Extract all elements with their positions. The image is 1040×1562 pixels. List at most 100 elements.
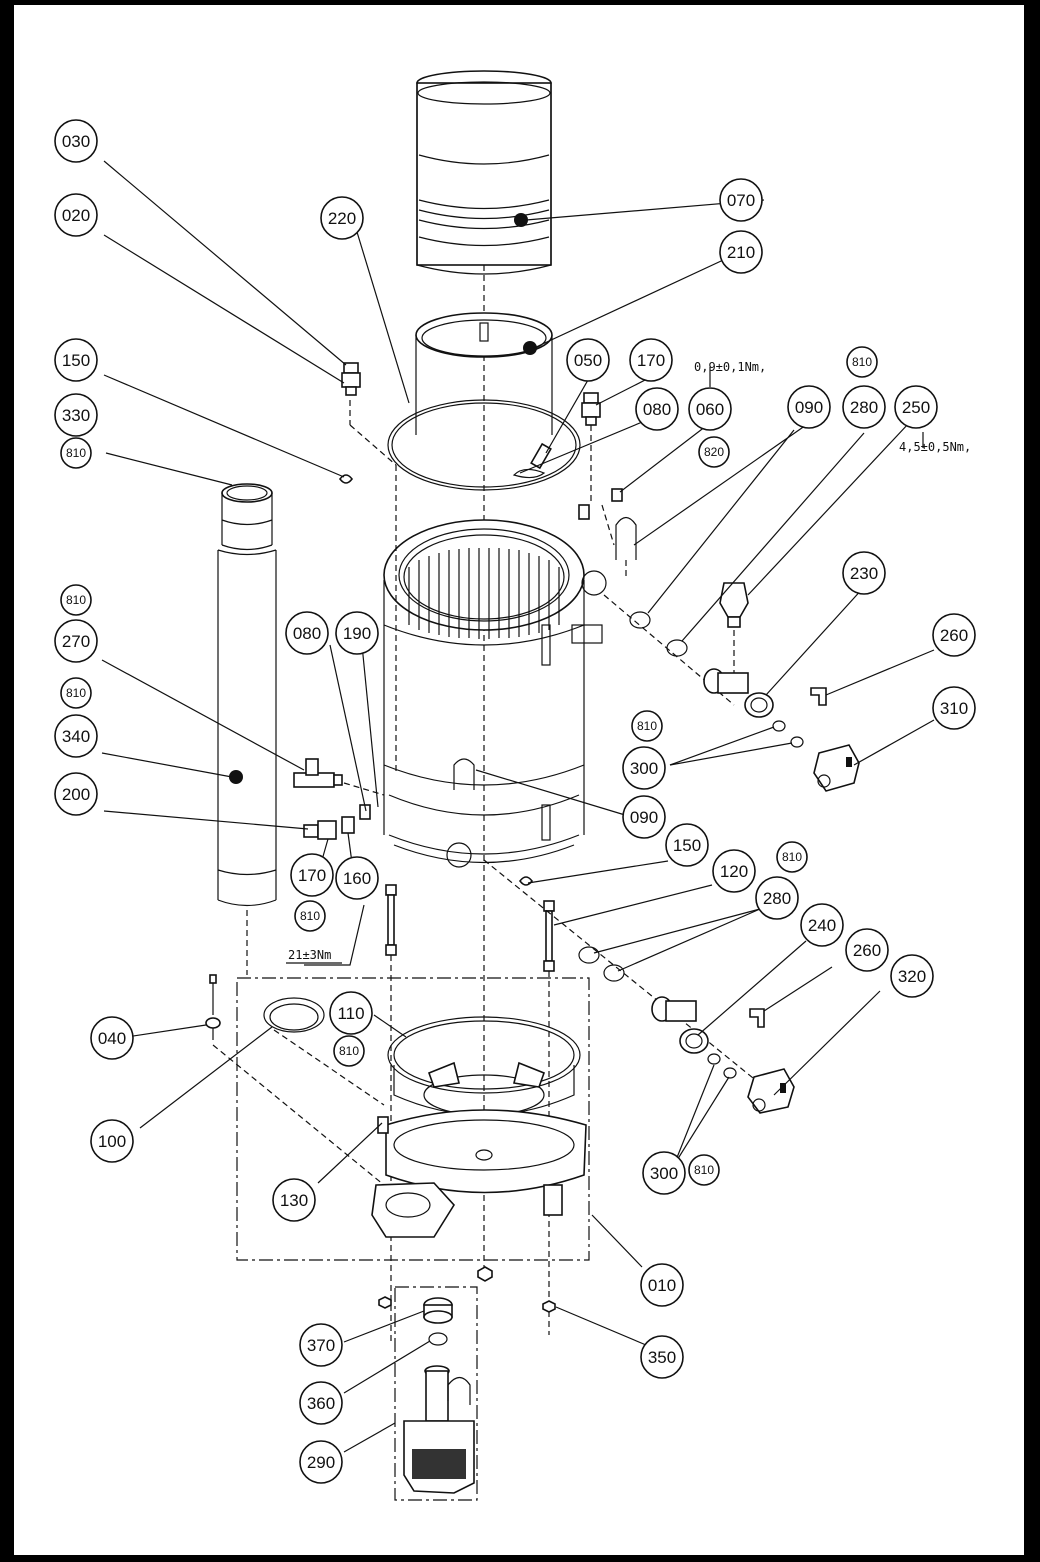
callout-c300a: 300 [622,746,666,790]
callout-label: 190 [343,624,371,643]
callout-circle [787,385,831,429]
torque-note-250: 4,5±0,5Nm, [899,440,971,454]
callout-circle [688,387,732,431]
callout-label: 050 [574,351,602,370]
callout-c300b: 300 [642,1151,686,1195]
callout-circle [719,230,763,274]
part-120-rod [543,900,555,972]
part-main-vessel [383,519,607,868]
callout-s810i: 810 [688,1154,720,1186]
callout-c280a: 280 [842,385,886,429]
part-060-fitting [611,488,623,502]
callout-circle [719,178,763,222]
callout-s810d: 810 [60,677,92,709]
callout-c230: 230 [842,551,886,595]
part-300-oring-c [707,1053,721,1065]
callout-label: 370 [307,1336,335,1355]
callout-circle [845,928,889,972]
part-370-cap [423,1297,453,1324]
callout-circle [54,393,98,437]
callout-label: 100 [98,1132,126,1151]
callout-c030: 030 [54,119,98,163]
callout-s810a: 810 [846,346,878,378]
part-nut-left [378,1296,392,1309]
callout-circle [629,338,673,382]
callout-circle [299,1381,343,1425]
callout-label: 280 [763,889,791,908]
callout-circle [54,119,98,163]
callout-circle [285,611,329,655]
part-160-fitting [341,816,355,834]
callout-circle [54,338,98,382]
part-100-gasket [263,997,325,1033]
callout-c040: 040 [90,1016,134,1060]
callout-label: 020 [62,206,90,225]
callout-circle [776,841,808,873]
callout-s810g: 810 [294,900,326,932]
callout-circle [688,1154,720,1186]
callout-c280b: 280 [755,876,799,920]
callout-c330: 330 [54,393,98,437]
callout-label: 150 [62,351,90,370]
torque-note-060: 0,9±0,1Nm, [694,360,766,374]
callout-circle [635,387,679,431]
part-350-nut [542,1300,556,1313]
callout-circle [90,1119,134,1163]
part-340-side-tube [217,483,277,907]
callout-label: 010 [648,1276,676,1295]
callout-label: 300 [650,1164,678,1183]
callout-c080a: 080 [635,387,679,431]
callout-circle [335,856,379,900]
callout-circle [54,714,98,758]
part-220-oring [387,399,581,491]
part-150-clip-lower [518,876,534,886]
callout-circle [60,437,92,469]
callout-circle [60,677,92,709]
exploded-view-drawing: 0702102200300201503300501700800600902802… [54,70,976,1501]
callout-label: 150 [673,836,701,855]
callout-circle [890,954,934,998]
part-360-seal [428,1332,448,1346]
callout-c080b: 080 [285,611,329,655]
callout-label: 170 [637,351,665,370]
callout-label: 080 [643,400,671,419]
callout-circle [54,619,98,663]
callout-circle [294,900,326,932]
part-320-valve-body [747,1068,795,1114]
callout-label: 090 [630,808,658,827]
callout-label: 070 [727,191,755,210]
callout-c020: 020 [54,193,98,237]
callout-label: 170 [298,866,326,885]
part-170-valve [581,392,601,426]
callout-label: 110 [337,1004,364,1023]
callout-label: 270 [62,632,90,651]
torque-note-160: 21±3Nm [288,948,331,962]
callout-circle [320,196,364,240]
callout-label: 290 [307,1453,335,1472]
part-070-top-cylinder [416,70,552,275]
callout-c260a: 260 [932,613,976,657]
part-010-base-assembly-box [236,977,590,1261]
part-rod-left [385,884,397,956]
callout-c090b: 090 [622,795,666,839]
part-110-ring [387,1016,581,1116]
callout-label: 810 [300,909,320,923]
callout-circle [642,1151,686,1195]
callout-circle [299,1440,343,1484]
part-200-fitting [303,820,337,840]
callout-c250: 250 [894,385,938,429]
part-130-base-plate [371,1109,587,1238]
part-280-oring-lower-b [603,964,625,982]
callout-circle [800,903,844,947]
callout-c170b: 170 [290,853,334,897]
callout-c360: 360 [299,1381,343,1425]
callout-s810c: 810 [60,584,92,616]
part-270-tee-fitting [293,758,343,788]
callout-c190: 190 [335,611,379,655]
callout-circle [698,436,730,468]
part-290-siphon [403,1365,475,1494]
callout-circle [631,710,663,742]
callout-label: 160 [343,869,371,888]
callout-circle [622,795,666,839]
part-030-020-valve [341,362,361,396]
